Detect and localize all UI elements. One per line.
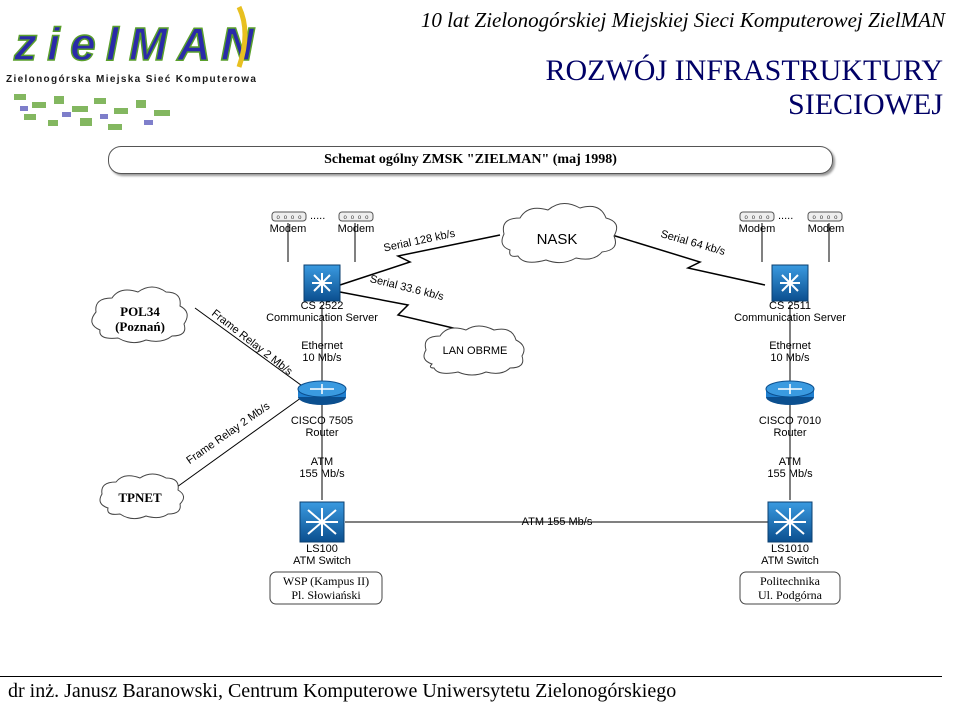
page-title-line2: SIECIOWEJ bbox=[788, 88, 943, 121]
comm-server-right-icon bbox=[771, 264, 809, 302]
link-serial-128 bbox=[339, 234, 501, 286]
logo-flourish bbox=[236, 5, 248, 68]
logo-graphic: zielMAN Zielonogórska Miejska Sieć Kompu… bbox=[6, 5, 256, 130]
eth-right-1: Ethernet bbox=[769, 340, 811, 352]
cloud-lan-obrme-label: LAN OBRME bbox=[443, 345, 508, 357]
atm-switch-left-icon bbox=[299, 501, 345, 543]
router-left-icon bbox=[297, 380, 347, 405]
modem-right-1: o o o o bbox=[739, 211, 775, 222]
modem-right-2: o o o o bbox=[807, 211, 843, 222]
cs-left-type: Communication Server bbox=[266, 312, 378, 324]
modem-right-1-label: Modem bbox=[739, 223, 776, 235]
svg-text:o o o o: o o o o bbox=[812, 214, 838, 221]
site-left-line1: WSP (Kampus II) bbox=[283, 574, 369, 588]
svg-text:o o o o: o o o o bbox=[343, 214, 369, 221]
router-left-name: CISCO 7505 bbox=[291, 415, 353, 427]
logo-pattern bbox=[14, 94, 170, 130]
eth-right-2: 10 Mb/s bbox=[770, 352, 810, 364]
site-left-box bbox=[269, 571, 383, 605]
modem-left-1-label: Modem bbox=[270, 223, 307, 235]
eth-left-2: 10 Mb/s bbox=[302, 352, 342, 364]
footer-text: dr inż. Janusz Baranowski, Centrum Kompu… bbox=[8, 680, 677, 702]
cloud-pol34 bbox=[91, 286, 188, 344]
atm-left-2: 155 Mb/s bbox=[299, 468, 345, 480]
atm-right-2: 155 Mb/s bbox=[767, 468, 813, 480]
switch-right-name: LS1010 bbox=[771, 543, 809, 555]
cloud-tpnet-label: TPNET bbox=[118, 490, 162, 505]
link-frame-relay-bottom-label: Frame Relay 2 Mb/s bbox=[184, 400, 272, 467]
atm-right-1: ATM bbox=[779, 456, 801, 468]
header-subtitle: 10 lat Zielonogórskiej Miejskiej Sieci K… bbox=[420, 8, 945, 32]
switch-left-name: LS100 bbox=[306, 543, 338, 555]
modem-ellipsis: ..... bbox=[310, 210, 325, 222]
cloud-pol34-label-2: (Poznań) bbox=[115, 319, 165, 334]
page-title-line1: ROZWÓJ INFRASTRUKTURY bbox=[545, 54, 943, 87]
cloud-pol34-label-1: POL34 bbox=[120, 304, 160, 319]
link-serial-128-label: Serial 128 kb/s bbox=[383, 228, 457, 255]
link-frame-relay-bottom bbox=[169, 394, 306, 493]
link-serial-64 bbox=[611, 234, 766, 286]
schema-title-box: Schemat ogólny ZMSK "ZIELMAN" (maj 1998) bbox=[108, 146, 833, 174]
link-serial-64-label: Serial 64 kb/s bbox=[659, 228, 727, 258]
router-left-type: Router bbox=[305, 427, 338, 439]
logo-tagline: Zielonogórska Miejska Sieć Komputerowa bbox=[6, 74, 256, 85]
site-right-line2: Ul. Podgórna bbox=[758, 588, 823, 602]
cs-left-name: CS 2522 bbox=[301, 300, 344, 312]
cloud-lan-obrme bbox=[423, 325, 525, 376]
modem-left-2: o o o o bbox=[338, 211, 374, 222]
router-right-type: Router bbox=[773, 427, 806, 439]
router-right-name: CISCO 7010 bbox=[759, 415, 821, 427]
switch-left-type: ATM Switch bbox=[293, 555, 351, 567]
switch-right-type: ATM Switch bbox=[761, 555, 819, 567]
connection-lines bbox=[169, 223, 830, 523]
cloud-tpnet bbox=[99, 473, 184, 520]
atm-switch-right-icon bbox=[767, 501, 813, 543]
link-serial-336 bbox=[339, 291, 471, 333]
comm-server-left-icon bbox=[303, 264, 341, 302]
link-serial-336-label: Serial 33.6 kb/s bbox=[368, 273, 445, 303]
eth-left-1: Ethernet bbox=[301, 340, 343, 352]
footer-divider bbox=[0, 676, 942, 677]
svg-text:o o o o: o o o o bbox=[744, 214, 770, 221]
site-left-line2: Pl. Słowiański bbox=[291, 588, 361, 602]
link-frame-relay-top bbox=[194, 307, 306, 389]
cloud-nask-label: NASK bbox=[537, 231, 578, 248]
modem-right-2-label: Modem bbox=[808, 223, 845, 235]
modem-ellipsis-right: ..... bbox=[778, 210, 793, 222]
page-title: ROZWÓJ INFRASTRUKTURY SIECIOWEJ bbox=[470, 54, 943, 122]
site-right-line1: Politechnika bbox=[760, 574, 821, 588]
site-right-box bbox=[739, 571, 841, 605]
svg-text:o o o o: o o o o bbox=[276, 214, 302, 221]
modem-left-1: o o o o bbox=[271, 211, 307, 222]
atm-left-1: ATM bbox=[311, 456, 333, 468]
router-right-icon bbox=[765, 380, 815, 405]
cloud-nask bbox=[501, 203, 618, 264]
link-atm-trunk-label: ATM 155 Mb/s bbox=[522, 516, 593, 528]
logo: zielMAN Zielonogórska Miejska Sieć Kompu… bbox=[4, 2, 272, 138]
modem-left-2-label: Modem bbox=[338, 223, 375, 235]
logo-pattern-blue bbox=[20, 106, 153, 125]
cs-right-name: CS 2511 bbox=[769, 300, 811, 312]
cs-right-type: Communication Server bbox=[734, 312, 846, 324]
